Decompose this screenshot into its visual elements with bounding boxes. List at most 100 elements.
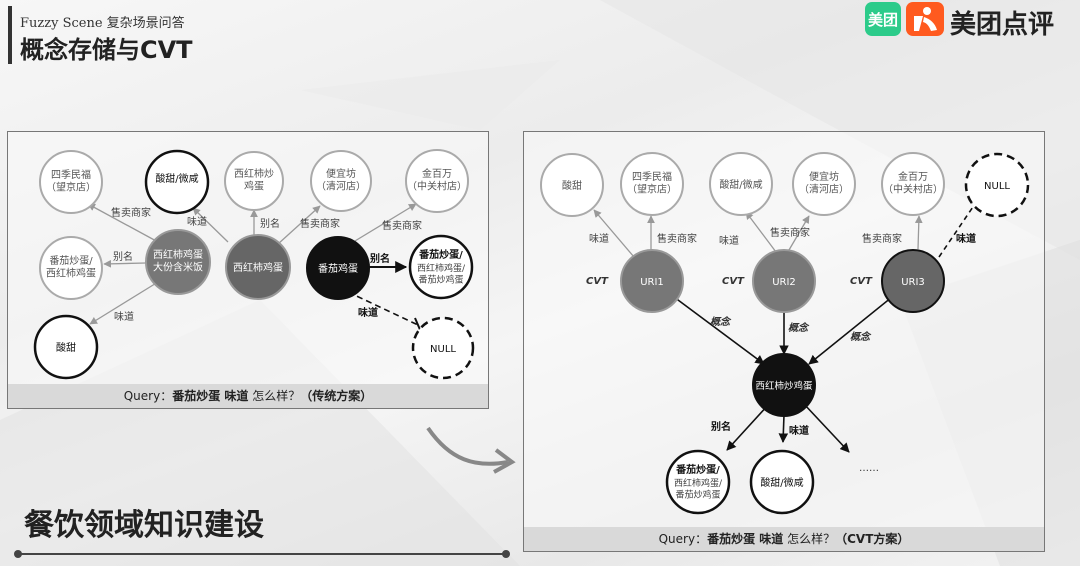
- traditional-scheme-panel: 售卖商家 味道 别名 售卖商家 售卖商家 别名 味道 别名 味道 四季民福（望京…: [7, 131, 489, 409]
- node-tomato-egg-query: 番茄鸡蛋: [306, 236, 370, 300]
- svg-text:西红柿鸡蛋/番茄炒鸡蛋: 西红柿鸡蛋/番茄炒鸡蛋: [417, 262, 466, 285]
- edge-label: 别名: [369, 252, 390, 265]
- svg-text:番茄鸡蛋: 番茄鸡蛋: [318, 262, 358, 275]
- underline-dot-left: [14, 550, 22, 558]
- node-sour-sweet: 酸甜: [33, 314, 99, 380]
- svg-text:西红柿鸡蛋/番茄炒鸡蛋: 西红柿鸡蛋/番茄炒鸡蛋: [674, 477, 723, 500]
- query-mid: 怎么样？: [248, 389, 301, 403]
- edge-label: 别名: [710, 420, 731, 433]
- svg-text:四季民福（望京店）: 四季民福（望京店）: [627, 170, 677, 196]
- node-sour-sweet-salty: 酸甜/微咸: [144, 149, 210, 215]
- svg-text:西红柿鸡蛋大份含米饭: 西红柿鸡蛋大份含米饭: [153, 248, 203, 274]
- slide-title: 概念存储与CVT: [20, 36, 193, 64]
- node-siji: 四季民福（望京店）: [39, 150, 103, 214]
- transition-arrow-icon: [426, 426, 516, 474]
- node-null: NULL: [411, 316, 475, 380]
- edge-label: 售卖商家: [111, 206, 151, 219]
- node-alias-target: 番茄炒蛋/ 西红柿鸡蛋/番茄炒鸡蛋: [408, 234, 474, 300]
- concept-label: 概念: [850, 331, 872, 343]
- svg-text:便宜坊（清河店）: 便宜坊（清河店）: [316, 167, 366, 193]
- edge-label: 售卖商家: [300, 217, 340, 230]
- node-sour-sweet: 酸甜: [540, 153, 604, 217]
- svg-text:URI1: URI1: [640, 277, 664, 288]
- node-uri2: URI2: [752, 249, 816, 313]
- concept-label: 概念: [788, 322, 810, 334]
- edge-label: 售卖商家: [770, 226, 810, 239]
- cvt-graph: 味道 售卖商家 味道 售卖商家 售卖商家 味道 CVT CVT CVT 概念 概…: [540, 152, 1030, 515]
- cvt-scheme-panel: 味道 售卖商家 味道 售卖商家 售卖商家 味道 CVT CVT CVT 概念 概…: [523, 131, 1045, 552]
- svg-text:番茄炒蛋/: 番茄炒蛋/: [418, 248, 463, 261]
- meituan-logo: 美团: [865, 2, 901, 36]
- svg-text:金百万（中关村店）: 金百万（中关村店）: [883, 170, 943, 196]
- svg-text:番茄炒蛋/西红柿鸡蛋: 番茄炒蛋/西红柿鸡蛋: [46, 254, 96, 280]
- svg-text:酸甜/微咸: 酸甜/微咸: [760, 476, 803, 489]
- query-keywords: 番茄炒蛋 味道: [172, 389, 249, 403]
- node-sour-sweet-salty: 酸甜/微咸: [709, 152, 773, 216]
- svg-text:便宜坊（清河店）: 便宜坊（清河店）: [799, 170, 849, 196]
- edge-label: 别名: [113, 250, 133, 263]
- edge-label: 售卖商家: [382, 219, 422, 232]
- svg-text:URI2: URI2: [772, 277, 796, 288]
- more-ellipsis: ……: [859, 463, 879, 474]
- dianping-logo-icon: [906, 2, 944, 36]
- edge-label: 味道: [719, 234, 739, 247]
- node-alias-target: 番茄炒蛋/ 西红柿鸡蛋/番茄炒鸡蛋: [665, 449, 731, 515]
- query-bar-cvt: Query：番茄炒蛋 味道 怎么样？（CVT方案）: [524, 527, 1044, 551]
- edge-label: 售卖商家: [862, 232, 902, 245]
- node-alias-list: 番茄炒蛋/西红柿鸡蛋: [39, 236, 103, 300]
- node-pianyifang: 便宜坊（清河店）: [310, 150, 372, 212]
- svg-text:NULL: NULL: [430, 344, 456, 355]
- edge-label: 味道: [114, 310, 134, 323]
- edge-label: 味道: [789, 424, 809, 437]
- edge-label: 味道: [956, 232, 976, 245]
- concept-label: 概念: [710, 316, 732, 328]
- query-scheme: （传统方案）: [300, 389, 373, 403]
- query-bar-traditional: Query：番茄炒蛋 味道 怎么样？（传统方案）: [8, 384, 488, 408]
- edge-label: 别名: [260, 217, 280, 230]
- underline-dot-right: [502, 550, 510, 558]
- svg-text:西红柿鸡蛋: 西红柿鸡蛋: [233, 261, 283, 274]
- node-large-portion: 西红柿鸡蛋大份含米饭: [145, 229, 211, 295]
- svg-text:四季民福（望京店）: 四季民福（望京店）: [46, 168, 96, 194]
- node-tomato-egg: 西红柿鸡蛋: [225, 234, 291, 300]
- svg-text:酸甜/微咸: 酸甜/微咸: [719, 178, 762, 191]
- query-scheme: （CVT方案）: [835, 532, 910, 546]
- node-center-concept: 西红柿炒鸡蛋: [752, 353, 816, 417]
- caption-underline: [18, 553, 506, 555]
- query-prefix: Query：: [123, 389, 173, 403]
- svg-text:番茄炒蛋/: 番茄炒蛋/: [675, 463, 720, 476]
- edge-label: 味道: [187, 215, 207, 228]
- node-jinbaiwan: 金百万（中关村店）: [881, 152, 945, 216]
- brand-name: 美团点评: [950, 10, 1055, 40]
- svg-text:NULL: NULL: [984, 181, 1010, 192]
- traditional-graph: 售卖商家 味道 别名 售卖商家 售卖商家 别名 味道 别名 味道 四季民福（望京…: [33, 149, 475, 380]
- cvt-label: CVT: [850, 276, 873, 287]
- svg-text:酸甜: 酸甜: [562, 179, 582, 192]
- svg-text:酸甜/微咸: 酸甜/微咸: [155, 172, 198, 185]
- node-taste-result: 酸甜/微咸: [749, 449, 815, 515]
- query-keywords: 番茄炒蛋 味道: [707, 532, 784, 546]
- cvt-label: CVT: [586, 276, 609, 287]
- slide-subtitle: Fuzzy Scene 复杂场景问答: [20, 16, 185, 31]
- query-mid: 怎么样？: [783, 532, 836, 546]
- svg-text:西红柿炒鸡蛋: 西红柿炒鸡蛋: [755, 380, 813, 392]
- node-tomato-stirfry: 西红柿炒鸡蛋: [224, 151, 284, 211]
- header-accent-bar: [8, 6, 12, 64]
- node-uri1: URI1: [620, 249, 684, 313]
- node-pianyifang: 便宜坊（清河店）: [792, 152, 856, 216]
- edge-label: 售卖商家: [657, 232, 697, 245]
- query-prefix: Query：: [658, 532, 708, 546]
- edge-label: 味道: [358, 306, 378, 319]
- node-siji: 四季民福（望京店）: [620, 152, 684, 216]
- section-caption: 餐饮领域知识建设: [24, 508, 264, 543]
- svg-text:西红柿炒鸡蛋: 西红柿炒鸡蛋: [234, 167, 274, 193]
- cvt-label: CVT: [722, 276, 745, 287]
- edge-label: 味道: [589, 232, 609, 245]
- node-uri3: URI3: [881, 249, 945, 313]
- svg-text:酸甜: 酸甜: [56, 341, 76, 354]
- node-jinbaiwan: 金百万（中关村店）: [405, 149, 469, 213]
- svg-text:URI3: URI3: [901, 277, 925, 288]
- node-null: NULL: [964, 152, 1030, 218]
- svg-text:金百万（中关村店）: 金百万（中关村店）: [407, 167, 467, 193]
- meituan-badge-text: 美团: [867, 10, 898, 29]
